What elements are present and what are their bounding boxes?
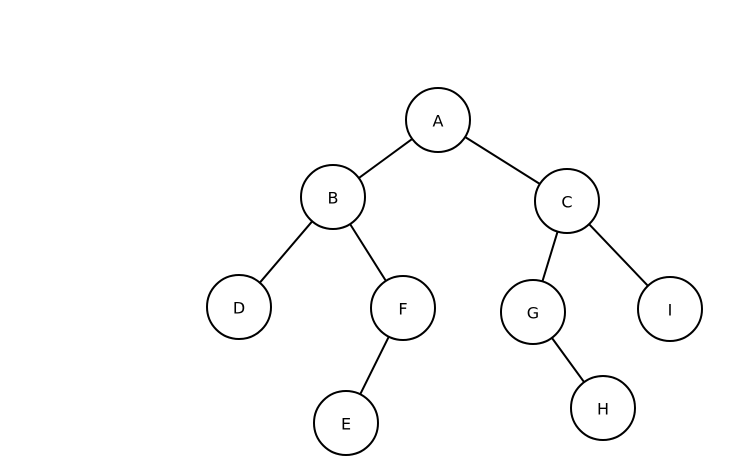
node-d: D — [206, 274, 272, 340]
node-i: I — [637, 276, 703, 342]
edge-b-f — [349, 223, 387, 282]
node-label-d: D — [233, 299, 245, 318]
node-a: A — [405, 87, 471, 153]
node-label-i: I — [668, 301, 673, 320]
node-label-a: A — [433, 112, 444, 131]
edge-f-e — [359, 335, 390, 396]
nodes-layer: A B C D F G I E H — [206, 87, 703, 456]
node-label-g: G — [527, 304, 539, 323]
node-label-b: B — [328, 189, 339, 208]
node-f: F — [370, 275, 436, 341]
edge-b-d — [258, 220, 314, 284]
node-circle-d — [206, 274, 272, 340]
node-circle-e — [313, 390, 379, 456]
edge-c-i — [588, 223, 649, 287]
edges-layer — [258, 136, 649, 396]
node-circle-b — [300, 164, 366, 230]
node-g: G — [500, 279, 566, 345]
node-label-f: F — [398, 300, 407, 319]
node-circle-a — [405, 87, 471, 153]
edge-g-h — [550, 336, 586, 384]
node-circle-g — [500, 279, 566, 345]
node-circle-i — [637, 276, 703, 342]
node-e: E — [313, 390, 379, 456]
node-label-h: H — [597, 400, 609, 419]
node-label-c: C — [561, 193, 572, 212]
node-b: B — [300, 164, 366, 230]
node-h: H — [570, 375, 636, 441]
node-c: C — [534, 168, 600, 234]
edge-a-c — [464, 136, 541, 185]
node-circle-c — [534, 168, 600, 234]
edge-a-b — [357, 137, 414, 180]
node-circle-h — [570, 375, 636, 441]
node-label-e: E — [341, 415, 351, 434]
node-circle-f — [370, 275, 436, 341]
edge-c-g — [541, 230, 559, 283]
